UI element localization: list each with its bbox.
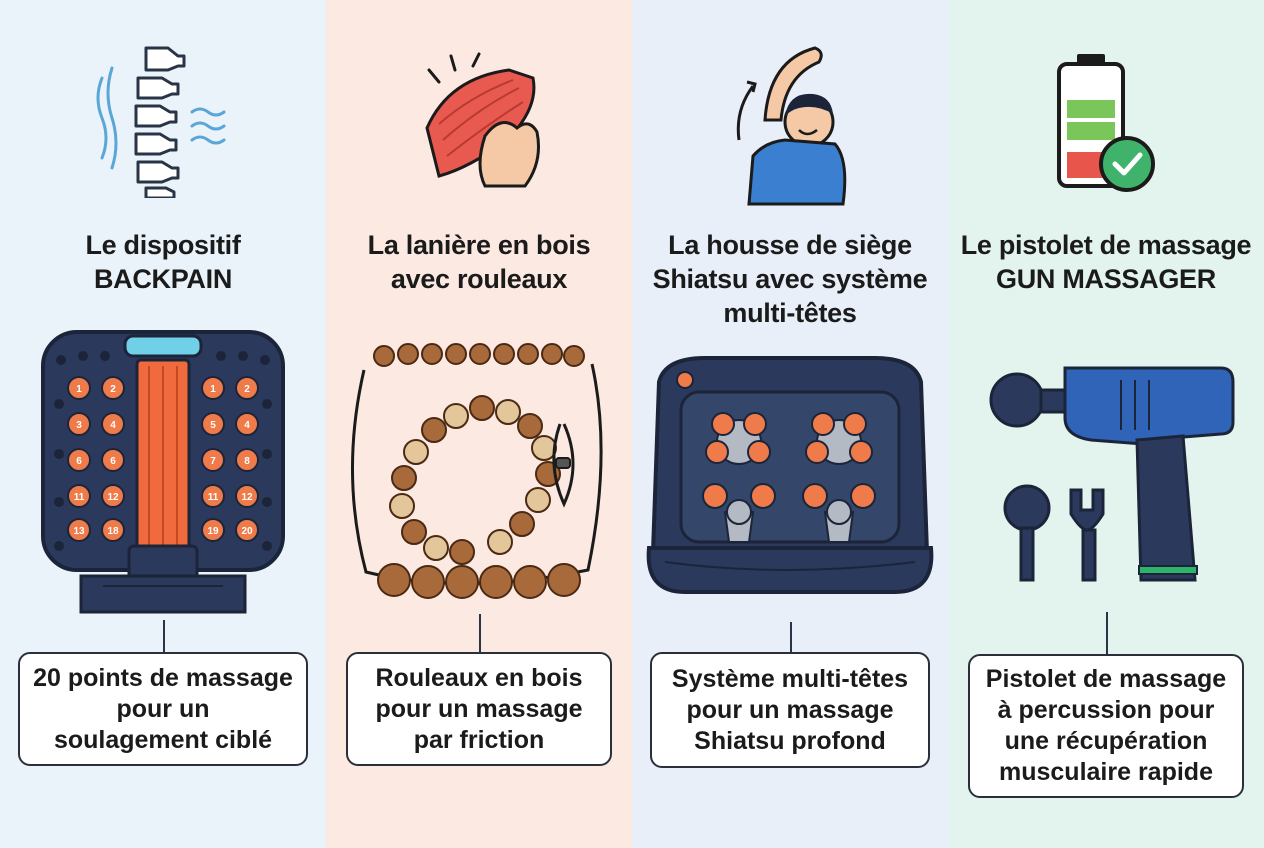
point-label: 3 <box>76 420 82 431</box>
point-label: 5 <box>210 420 216 431</box>
description-line: musculaire rapide <box>999 758 1213 786</box>
title-line: Le dispositif <box>85 230 241 260</box>
product-title: La lanière en bois avec rouleaux <box>326 228 632 296</box>
point-label: 8 <box>244 456 250 467</box>
description-line: à percussion pour <box>997 696 1215 724</box>
title-line: BACKPAIN <box>93 264 233 294</box>
description-line: soulagement ciblé <box>53 725 273 754</box>
connector-line <box>163 620 165 652</box>
point-label: 20 <box>241 526 253 537</box>
point-label: 2 <box>110 384 116 395</box>
point-label: 11 <box>208 492 219 503</box>
connector-line <box>1106 612 1108 654</box>
description-line: Shiatsu profond <box>694 726 886 755</box>
backpain-device-image: 1 2 1 2 3 4 5 4 6 6 7 8 11 12 11 12 13 <box>33 326 293 621</box>
point-label: 13 <box>73 526 85 537</box>
column-backpain: Le dispositif BACKPAIN <box>0 0 326 848</box>
stretching-person-icon <box>725 40 855 211</box>
description-line: une récupération <box>1004 727 1208 755</box>
title-line: multi-têtes <box>723 298 857 328</box>
point-label: 11 <box>74 492 85 503</box>
connector-line <box>790 622 792 652</box>
point-label: 12 <box>107 492 119 503</box>
description-line: pour un massage <box>686 695 894 724</box>
description-line: par friction <box>413 725 545 754</box>
spine-icon <box>88 38 238 203</box>
column-gun: Le pistolet de massage GUN MASSAGER <box>948 0 1264 848</box>
description-line: 20 points de massage <box>33 663 293 692</box>
point-label: 6 <box>76 456 82 467</box>
point-label: 12 <box>241 492 253 503</box>
product-title: La housse de siège Shiatsu avec système … <box>632 228 948 330</box>
description-line: Rouleaux en bois <box>375 663 583 692</box>
title-line: GUN MASSAGER <box>996 264 1216 294</box>
point-label: 4 <box>244 420 250 431</box>
description-box: Pistolet de massage à percussion pour un… <box>968 654 1244 798</box>
point-label: 4 <box>110 420 116 431</box>
description-line: Pistolet de massage <box>985 665 1227 693</box>
description-box: 20 points de massage pour un soulagement… <box>18 652 308 766</box>
title-line: Shiatsu avec système <box>652 264 928 294</box>
point-label: 7 <box>210 456 216 467</box>
title-line: La lanière en bois <box>367 230 591 260</box>
column-laniere: La lanière en bois avec rouleaux <box>326 0 632 848</box>
description-box: Système multi-têtes pour un massage Shia… <box>650 652 930 768</box>
muscle-hand-icon <box>409 48 549 203</box>
battery-check-icon <box>1051 52 1161 203</box>
connector-line <box>479 614 481 652</box>
point-label: 2 <box>244 384 250 395</box>
product-title: Le pistolet de massage GUN MASSAGER <box>948 228 1264 296</box>
product-title: Le dispositif BACKPAIN <box>0 228 326 296</box>
massage-gun-image <box>971 340 1241 605</box>
title-line: La housse de siège <box>668 230 912 260</box>
point-label: 1 <box>210 384 216 395</box>
point-label: 18 <box>107 526 119 537</box>
point-label: 6 <box>110 456 116 467</box>
title-line: Le pistolet de massage <box>960 230 1252 260</box>
point-label: 19 <box>207 526 219 537</box>
column-housse: La housse de siège Shiatsu avec système … <box>632 0 948 848</box>
description-box: Rouleaux en bois pour un massage par fri… <box>346 652 612 766</box>
point-label: 1 <box>76 384 82 395</box>
description-line: pour un <box>116 694 210 723</box>
description-line: pour un massage <box>375 694 583 723</box>
wooden-strap-image <box>344 334 614 619</box>
description-line: Système multi-têtes <box>671 664 909 693</box>
title-line: avec rouleaux <box>390 264 568 294</box>
shiatsu-cushion-image <box>645 352 935 607</box>
